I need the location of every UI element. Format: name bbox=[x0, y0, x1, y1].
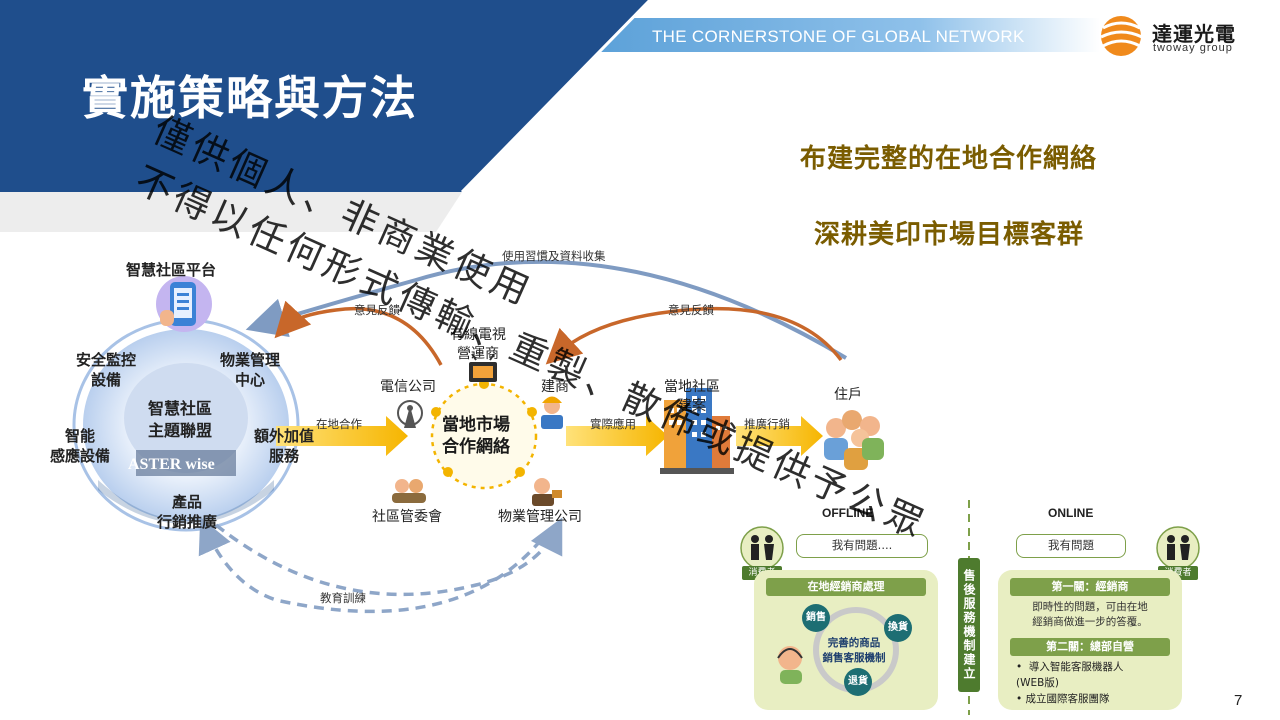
diagram-graphics bbox=[72, 259, 970, 715]
practical-text: 實際應用 bbox=[590, 417, 636, 431]
strategy-diagram: 智慧社區平台 安全監控 設備 物業管理 中心 智能 感應設備 額外加值 服務 產… bbox=[36, 240, 1200, 718]
local-coop-text: 在地合作 bbox=[316, 417, 362, 431]
feedback-left-text: 意見反饋 bbox=[354, 303, 400, 317]
offline-label: OFFLINE bbox=[822, 506, 874, 520]
training-text: 教育訓練 bbox=[320, 591, 366, 605]
partner-committee-label: 社區管委會 bbox=[372, 509, 442, 525]
skyline-band bbox=[136, 450, 236, 476]
property-manager-icon bbox=[532, 478, 562, 506]
ring-top-left-label: 安全監控 設備 bbox=[76, 351, 137, 390]
practical-arrow bbox=[566, 416, 668, 456]
training-arrow-left bbox=[198, 517, 543, 614]
cycle-return: 退貨 bbox=[844, 668, 872, 696]
ring-top-right-label: 物業管理 中心 bbox=[220, 351, 281, 390]
phone-icon bbox=[156, 276, 212, 332]
usage-arrow bbox=[245, 259, 848, 360]
builder-icon bbox=[541, 396, 563, 429]
promote-text: 推廣行銷 bbox=[744, 417, 790, 431]
support-agent-icon bbox=[777, 646, 803, 684]
logo-subtitle: twoway group bbox=[1153, 42, 1233, 54]
cycle-sales: 銷售 bbox=[802, 604, 830, 632]
platform-title: 智慧社區平台 bbox=[126, 261, 217, 279]
brand-label: ASTER wise bbox=[128, 456, 215, 473]
partner-cable-label: 有線電視 營運商 bbox=[450, 327, 506, 362]
logo-icon bbox=[1100, 16, 1143, 56]
consumer-icon-online bbox=[1156, 526, 1200, 570]
tagline: THE CORNERSTONE OF GLOBAL NETWORK bbox=[652, 27, 1025, 46]
feedback-right-text: 意見反饋 bbox=[668, 303, 714, 317]
cycle-center-text: 完善的商品 銷售客服機制 bbox=[822, 637, 886, 665]
feedback-right-arrow bbox=[545, 306, 843, 365]
title-band-shadow bbox=[0, 192, 462, 232]
header-band bbox=[0, 0, 1100, 232]
buildings-icon bbox=[660, 388, 734, 474]
page-title: 實施策略與方法 bbox=[82, 71, 418, 125]
after-sales-band: 售後服務機制建立 bbox=[958, 558, 980, 692]
online-panel-text-1: 即時性的問題，可由在地 經銷商做進一步的答覆。 bbox=[1032, 601, 1148, 629]
offline-panel-head: 在地經銷商處理 bbox=[766, 578, 926, 596]
usage-text: 使用習慣及資料收集 bbox=[502, 249, 606, 263]
online-panel-head-2: 第二關：總部自營 bbox=[1010, 638, 1170, 656]
goal-market: 深耕美印市場目標客群 bbox=[814, 220, 1085, 250]
online-list-item: 成立國際客服團隊 bbox=[1016, 692, 1176, 708]
online-bubble: 我有問題 bbox=[1016, 534, 1126, 558]
online-list-item: 導入智能客服機器人 (WEB版) bbox=[1016, 660, 1176, 692]
cycle-exchange: 換貨 bbox=[884, 614, 912, 642]
local-coop-arrow bbox=[276, 416, 408, 456]
hub-label: 當地市場 合作網絡 bbox=[442, 415, 510, 458]
consumer-icon bbox=[740, 526, 784, 570]
page-number: 7 bbox=[1234, 692, 1243, 709]
online-panel-list: 導入智能客服機器人 (WEB版) 成立國際客服團隊 bbox=[1016, 660, 1176, 707]
project-label: 當地社區 建案 bbox=[664, 379, 720, 414]
ring-right-label: 額外加值 服務 bbox=[254, 427, 315, 466]
partner-telecom-label: 電信公司 bbox=[380, 379, 436, 395]
online-label: ONLINE bbox=[1048, 506, 1094, 520]
telecom-tower-icon bbox=[397, 400, 423, 428]
offline-bubble: 我有問題.... bbox=[796, 534, 928, 558]
residents-icon bbox=[824, 410, 884, 470]
partner-property-label: 物業管理公司 bbox=[498, 509, 582, 525]
residents-label: 住戶 bbox=[834, 387, 862, 403]
title-band bbox=[0, 0, 650, 192]
committee-icon bbox=[392, 479, 426, 503]
ring-left-label: 智能 感應設備 bbox=[50, 427, 111, 466]
ring-bottom-label: 產品 行銷推廣 bbox=[157, 493, 218, 532]
training-arrow-right bbox=[214, 517, 563, 597]
ring-center bbox=[124, 363, 248, 473]
ring-center-label: 智慧社區 主題聯盟 bbox=[148, 399, 213, 440]
feedback-left-arrow bbox=[274, 300, 443, 366]
logo-name: 達運光電 bbox=[1152, 22, 1236, 46]
online-panel-head-1: 第一關：經銷商 bbox=[1010, 578, 1170, 596]
goal-network: 布建完整的在地合作網絡 bbox=[800, 144, 1098, 174]
partner-builder-label: 建商 bbox=[541, 379, 569, 395]
cable-tv-icon bbox=[469, 353, 497, 382]
promote-arrow bbox=[736, 416, 823, 456]
tagline-strip bbox=[585, 18, 1100, 52]
